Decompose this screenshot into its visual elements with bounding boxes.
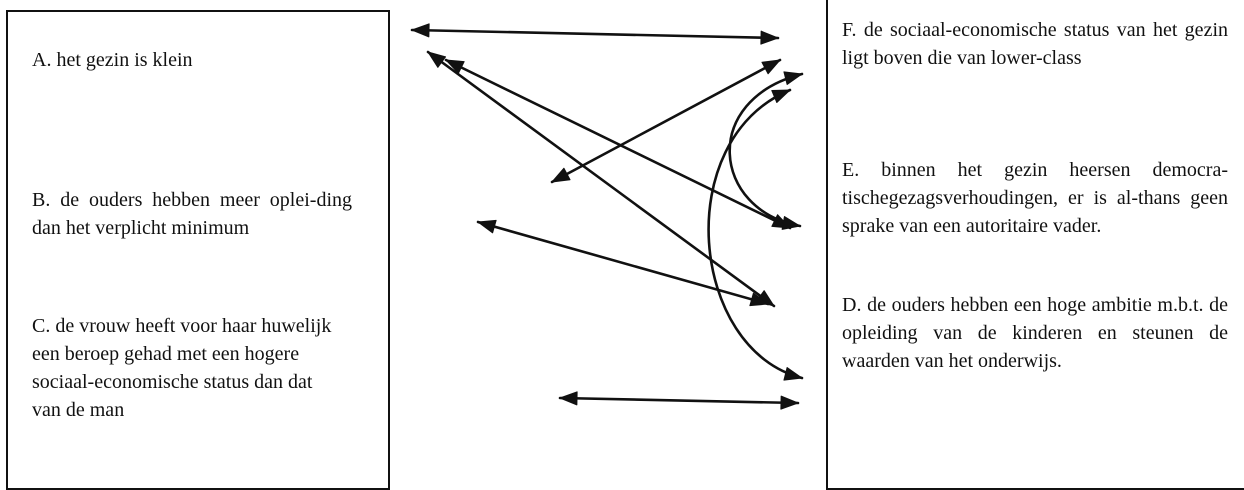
arrow-diagonal-rising-line <box>550 58 782 184</box>
factor-c-text: C. de vrouw heeft voor haar huwelijk een… <box>32 315 332 421</box>
arrow-top-horizontal-line <box>410 28 780 40</box>
factor-d-text: D. de ouders hebben een hoge ambitie m.b… <box>842 294 1228 372</box>
arrow-bottom-horizontal-head-start <box>559 391 578 406</box>
arrow-bottom-horizontal-line <box>558 396 800 405</box>
arrow-top-horizontal-head-start <box>411 23 430 38</box>
arrow-top-horizontal <box>410 23 780 45</box>
arrow-curve-inner-line <box>728 72 804 228</box>
arrow-middle-diagonal-head-start <box>477 219 497 234</box>
arrow-bottom-horizontal-head-end <box>780 395 799 410</box>
factor-a-text: A. het gezin is klein <box>32 49 193 71</box>
arrow-diagonal-upper <box>444 58 792 230</box>
arrow-curve-outer-head-start <box>771 89 791 104</box>
arrow-curve-outer-line <box>707 88 804 380</box>
arrow-diagonal-long-head-start <box>427 51 447 68</box>
arrow-diagonal-rising <box>550 58 782 184</box>
arrow-middle-diagonal-head-end <box>749 292 769 307</box>
arrow-diagonal-upper-head-start <box>445 59 465 74</box>
arrow-middle-diagonal <box>476 219 770 307</box>
arrow-diagonal-upper-line <box>444 58 792 230</box>
arrow-curve-inner-head-end <box>781 216 801 230</box>
factor-f-text: F. de sociaal-economische status van het… <box>842 19 1228 69</box>
arrow-top-horizontal-head-end <box>760 30 779 45</box>
factor-e-text: E. binnen het gezin heersen democra-tisc… <box>842 159 1228 237</box>
arrow-diagonal-rising-head-start <box>551 167 571 183</box>
arrow-curve-outer-head-end <box>783 367 803 381</box>
arrow-diagonal-long-line <box>426 50 776 308</box>
arrow-curve-inner-head-start <box>783 71 803 85</box>
arrow-middle-diagonal-line <box>476 220 770 306</box>
right-factor-panel: F. de sociaal-economische status van het… <box>826 0 1244 490</box>
left-factor-panel: A. het gezin is klein B. de ouders hebbe… <box>6 10 390 490</box>
arrow-curve-inner <box>728 71 804 230</box>
arrow-diagonal-rising-head-end <box>761 59 781 75</box>
arrow-curve-outer <box>707 88 804 381</box>
arrow-bottom-horizontal <box>558 391 800 410</box>
factor-b-text: B. de ouders hebben meer oplei-ding dan … <box>32 189 352 239</box>
